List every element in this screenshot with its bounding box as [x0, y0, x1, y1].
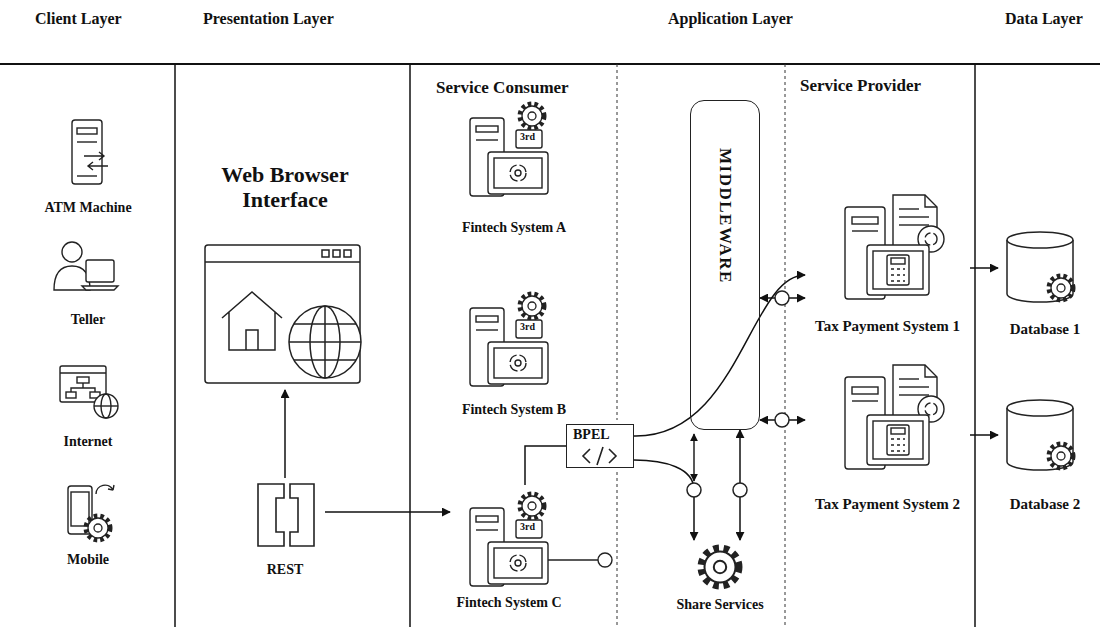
node-label: Mobile [67, 552, 109, 568]
connector [970, 434, 998, 436]
node-label: Fintech System A [462, 220, 566, 236]
connector [525, 446, 566, 485]
node-label: Internet [64, 434, 113, 450]
middleware-bar: MIDDLEWARE [690, 100, 760, 430]
layer-heading: Client Layer [35, 10, 122, 28]
client-node: Internet [40, 360, 136, 452]
bpel-box: BPEL [566, 424, 634, 468]
node-label: BPEL [573, 427, 610, 443]
client-node: ATM Machine [40, 118, 136, 218]
layer-heading: Presentation Layer [203, 10, 334, 28]
connector [325, 511, 450, 513]
badge-text: 3rd [520, 321, 535, 332]
tax-payment-system: Tax Payment System 2 [805, 365, 970, 515]
layer-heading: Application Layer [668, 10, 793, 28]
node-label: Fintech System C [457, 595, 562, 611]
browser-interface: Web Browser Interface [200, 160, 370, 390]
tax-payment-system: Tax Payment System 1 [805, 192, 970, 337]
database: Database 1 [998, 228, 1092, 340]
node-label: Tax Payment System 1 [815, 318, 960, 335]
group-heading: Service Provider [800, 76, 921, 96]
group-heading: Service Consumer [436, 78, 569, 98]
node-label: MIDDLEWARE [715, 148, 735, 284]
node-label: REST [267, 562, 304, 578]
fintech-system: Fintech System A [450, 98, 578, 238]
layer-heading: Data Layer [1005, 10, 1083, 28]
node-label: ATM Machine [44, 200, 131, 216]
fintech-system: Fintech System C [450, 485, 568, 613]
badge-text: 3rd [520, 521, 535, 532]
connector [284, 390, 286, 478]
node-label: Web Browser Interface [205, 162, 365, 213]
node-label: Database 1 [1010, 321, 1080, 338]
fintech-system: Fintech System B [450, 285, 578, 420]
node-label: Database 2 [1010, 496, 1080, 513]
rest-node: REST [245, 478, 325, 580]
connector [970, 267, 998, 269]
database: Database 2 [998, 395, 1092, 515]
connector [634, 460, 694, 540]
badge-text: 3rd [520, 131, 535, 142]
node-label: Teller [71, 312, 105, 328]
client-node: Teller [40, 238, 136, 330]
shared-services: Share Services [662, 540, 778, 615]
connector [634, 275, 805, 436]
client-node: Mobile [40, 478, 136, 570]
node-label: Tax Payment System 2 [815, 496, 960, 513]
node-label: Fintech System B [462, 402, 566, 418]
node-label: Share Services [676, 597, 763, 613]
